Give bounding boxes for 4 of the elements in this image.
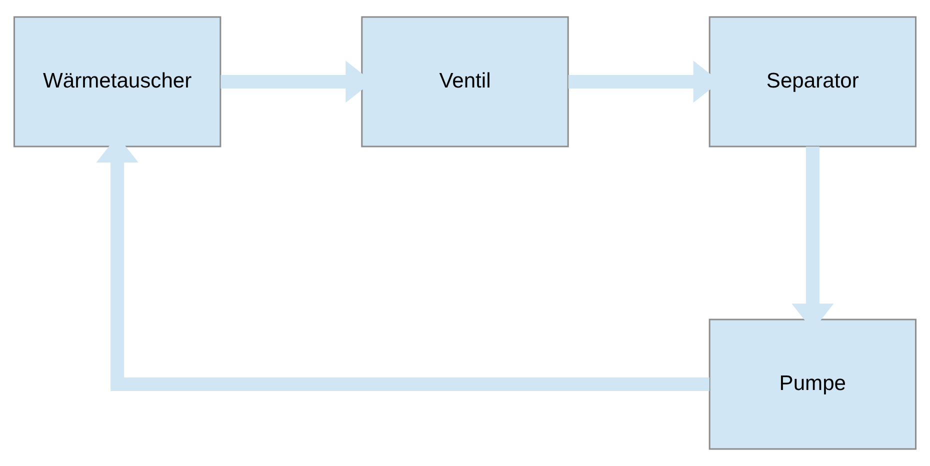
- node-box: Wärmetauscher: [13, 16, 222, 148]
- node-box: Ventil: [361, 16, 569, 148]
- node-box: Pumpe: [708, 318, 917, 450]
- node-box: Separator: [708, 16, 917, 148]
